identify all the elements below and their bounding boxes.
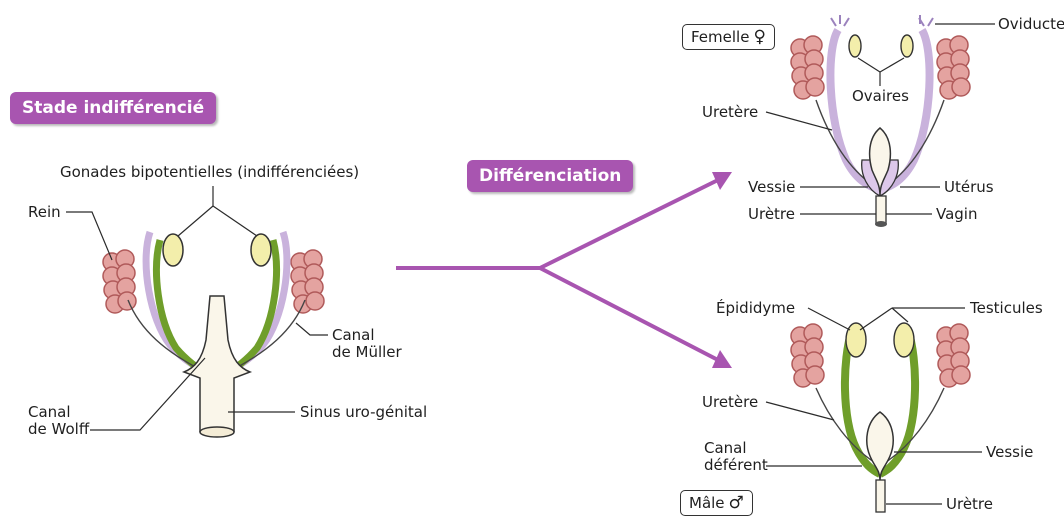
male-title-box: Mâle♂	[680, 490, 753, 516]
indifferent-stage-organs	[103, 232, 324, 437]
label-ovaries: Ovaires	[852, 88, 909, 105]
label-muller-duct: Canal de Müller	[332, 327, 402, 361]
label-male-urethra: Urètre	[946, 496, 993, 513]
label-testes: Testicules	[970, 300, 1043, 317]
label-female-urethra: Urètre	[748, 206, 795, 223]
label-gonads: Gonades bipotentielles (indifférenciées)	[60, 164, 359, 181]
female-title-box: Femelle♀	[682, 24, 775, 50]
differentiation-arrows	[396, 172, 732, 368]
label-male-ureter: Uretère	[702, 394, 758, 411]
male-organs	[791, 323, 970, 512]
label-kidney: Rein	[28, 204, 61, 221]
label-wolff-duct: Canal de Wolff	[28, 404, 89, 438]
gonad-right	[251, 234, 271, 266]
label-epididymis: Épididyme	[716, 300, 795, 317]
kidney-right	[291, 250, 324, 313]
label-vas-deferens: Canal déférent	[704, 440, 768, 474]
differentiation-title: Différenciation	[467, 160, 633, 192]
label-female-ureter: Uretère	[702, 104, 758, 121]
gonad-left	[163, 234, 183, 266]
label-uterus: Utérus	[944, 179, 994, 196]
kidney-left	[103, 250, 136, 313]
female-title: Femelle	[691, 28, 749, 46]
indifferent-leader-lines	[66, 186, 328, 430]
label-male-bladder: Vessie	[986, 444, 1033, 461]
label-oviduct: Oviducte	[998, 16, 1064, 33]
sinus-opening	[200, 427, 234, 437]
label-sinus: Sinus uro-génital	[300, 404, 427, 421]
label-female-bladder: Vessie	[748, 179, 795, 196]
male-symbol-icon: ♂	[729, 493, 744, 513]
indifferent-stage-title: Stade indifférencié	[10, 92, 216, 124]
male-title: Mâle	[689, 494, 725, 512]
sinus-body	[184, 296, 250, 437]
female-symbol-icon: ♀	[753, 27, 765, 47]
label-vagina: Vagin	[936, 206, 977, 223]
